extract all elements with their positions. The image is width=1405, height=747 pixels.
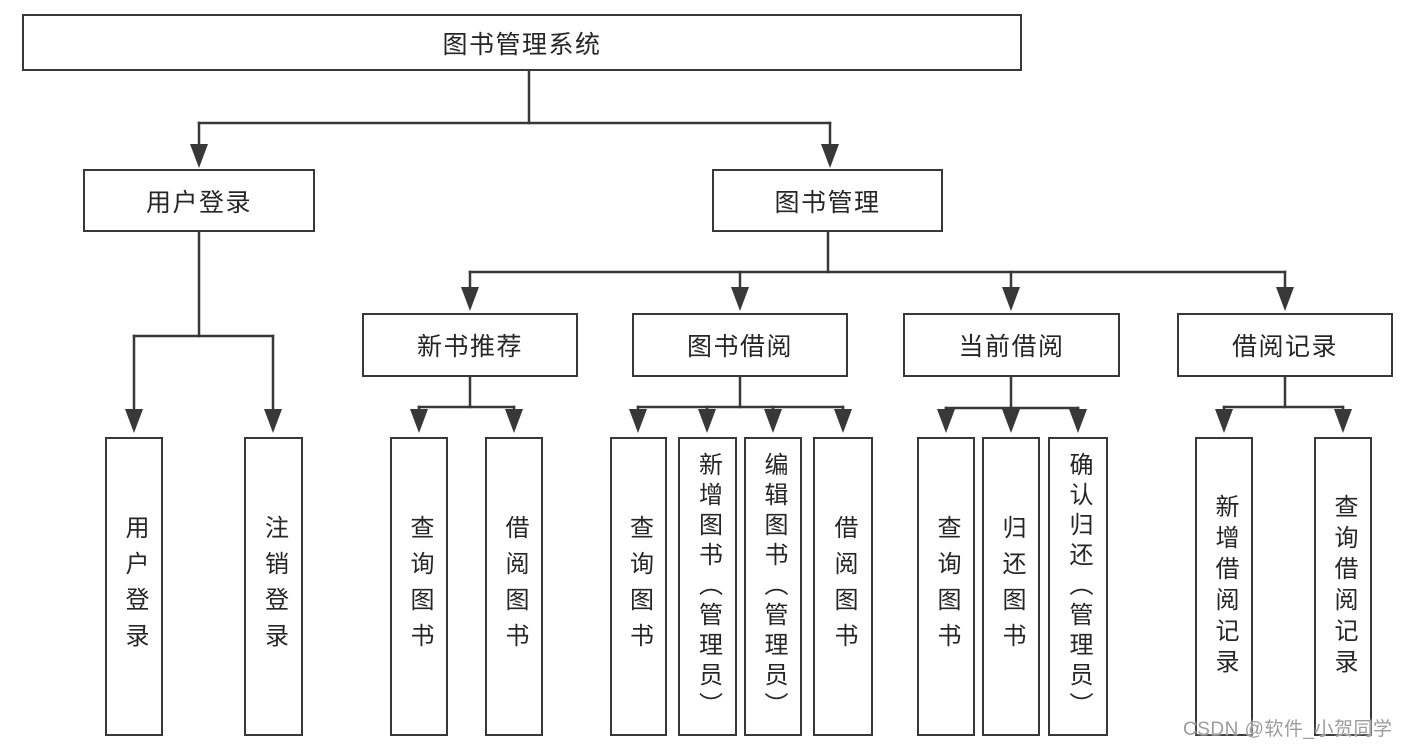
node-label: 新书推荐 bbox=[416, 333, 523, 361]
leaf-edit-book-admin: 编辑图书（管理员） bbox=[744, 437, 802, 736]
node-label: 图书借阅 bbox=[686, 333, 793, 361]
node-book-management: 图书管理 bbox=[712, 169, 943, 232]
arrowheads bbox=[125, 144, 1352, 433]
leaf-label: 确认归还（管理员） bbox=[1065, 451, 1092, 722]
node-label: 用户登录 bbox=[145, 188, 252, 217]
leaf-label: 注销登录 bbox=[260, 514, 288, 659]
leaf-label: 新增图书（管理员） bbox=[694, 451, 722, 722]
node-book-borrowing: 图书借阅 bbox=[632, 313, 848, 377]
node-label: 图书管理 bbox=[774, 188, 881, 217]
node-label: 图书管理系统 bbox=[442, 30, 602, 59]
watermark: CSDN @软件_小贺同学 bbox=[1183, 719, 1393, 740]
leaf-label: 归还图书 bbox=[998, 514, 1025, 659]
node-borrowing-records: 借阅记录 bbox=[1177, 313, 1393, 377]
leaf-borrow-books-borrow: 借阅图书 bbox=[813, 437, 873, 736]
leaf-label: 查询图书 bbox=[625, 514, 653, 659]
node-new-book-recommendation: 新书推荐 bbox=[362, 313, 578, 377]
leaf-label: 用户登录 bbox=[121, 514, 148, 659]
leaf-label: 编辑图书（管理员） bbox=[760, 451, 787, 722]
leaf-label: 查询借阅记录 bbox=[1330, 493, 1357, 680]
leaf-return-books: 归还图书 bbox=[982, 437, 1040, 736]
leaf-query-books-current: 查询图书 bbox=[917, 437, 975, 736]
node-current-borrowing: 当前借阅 bbox=[903, 313, 1120, 377]
leaf-label: 借阅图书 bbox=[830, 514, 857, 659]
leaf-confirm-return-admin: 确认归还（管理员） bbox=[1048, 437, 1108, 736]
leaf-add-book-admin: 新增图书（管理员） bbox=[678, 437, 737, 736]
node-label: 当前借阅 bbox=[958, 333, 1065, 361]
leaf-logout-login: 注销登录 bbox=[244, 437, 303, 736]
leaf-label: 新增借阅记录 bbox=[1211, 493, 1238, 680]
leaf-query-borrow-record: 查询借阅记录 bbox=[1314, 437, 1372, 736]
node-user-login: 用户登录 bbox=[83, 169, 315, 232]
leaf-borrow-books-recommend: 借阅图书 bbox=[485, 437, 543, 736]
leaf-query-books-recommend: 查询图书 bbox=[390, 437, 448, 736]
leaf-query-books-borrow: 查询图书 bbox=[610, 437, 667, 736]
leaf-label: 查询图书 bbox=[933, 514, 960, 659]
node-label: 借阅记录 bbox=[1231, 333, 1338, 361]
node-library-management-system: 图书管理系统 bbox=[22, 14, 1022, 71]
leaf-add-borrow-record: 新增借阅记录 bbox=[1195, 437, 1253, 736]
leaf-user-login: 用户登录 bbox=[105, 437, 163, 736]
leaf-label: 查询图书 bbox=[406, 514, 433, 659]
leaf-label: 借阅图书 bbox=[501, 514, 528, 659]
